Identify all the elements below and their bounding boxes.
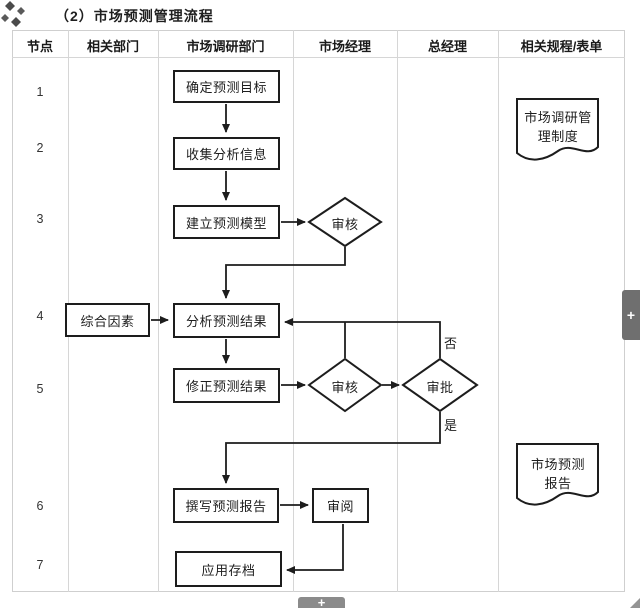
node-number-1: 1 [36,85,44,99]
column-divider [293,30,294,592]
corner-resize-triangle [630,598,640,608]
diamond-review1 [307,196,383,248]
column-header-gm: 总经理 [427,39,467,54]
column-header-forms: 相关规程/表单 [520,39,603,54]
column-header-dept: 相关部门 [86,39,139,54]
node-number-4: 4 [36,309,44,323]
document-research-system [516,98,599,161]
document-label-forecast-report: 市场预测报告 [530,457,585,491]
diamond-approve [401,357,479,413]
process-build-model: 建立预测模型 [173,205,280,239]
connector-approve-no-feedback [284,318,441,358]
column-header-research: 市场调研部门 [186,39,265,54]
node-number-7: 7 [36,558,44,572]
process-factors: 综合因素 [65,303,150,337]
column-divider [397,30,398,592]
process-collect-info: 收集分析信息 [173,137,280,170]
column-divider [498,30,499,592]
process-analyze-results: 分析预测结果 [173,303,280,338]
branch-label-no: 否 [444,336,458,351]
process-determine-target: 确定预测目标 [173,70,280,103]
page-title: （2）市场预测管理流程 [55,8,214,24]
connector-approve-yes-to-report [222,412,441,484]
process-archive: 应用存档 [175,551,282,587]
node-number-6: 6 [36,499,44,513]
column-header-manager: 市场经理 [318,39,371,54]
node-number-5: 5 [36,382,44,396]
header-divider [12,57,625,58]
document-forecast-report [516,443,599,506]
diamond-label-review1: 审核 [331,217,359,232]
process-revise-results: 修正预测结果 [173,368,280,403]
expand-bottom-button[interactable]: + [298,596,345,608]
node-number-3: 3 [36,212,44,226]
column-header-node: 节点 [26,39,53,54]
document-label-research-system: 市场调研管理制度 [524,110,592,144]
connector-read-to-archive [286,524,344,574]
move-handle-icon [1,1,25,27]
connector-review1-to-analyze [222,247,346,299]
column-divider [158,30,159,592]
expand-right-button[interactable]: + [622,290,640,340]
diamond-label-review2: 审核 [331,380,359,395]
branch-label-yes: 是 [444,418,458,433]
node-number-2: 2 [36,141,44,155]
process-write-report: 撰写预测报告 [173,488,279,523]
diamond-review2 [307,357,383,413]
diamond-label-approve: 审批 [426,380,454,395]
process-review-read: 审阅 [312,488,369,523]
